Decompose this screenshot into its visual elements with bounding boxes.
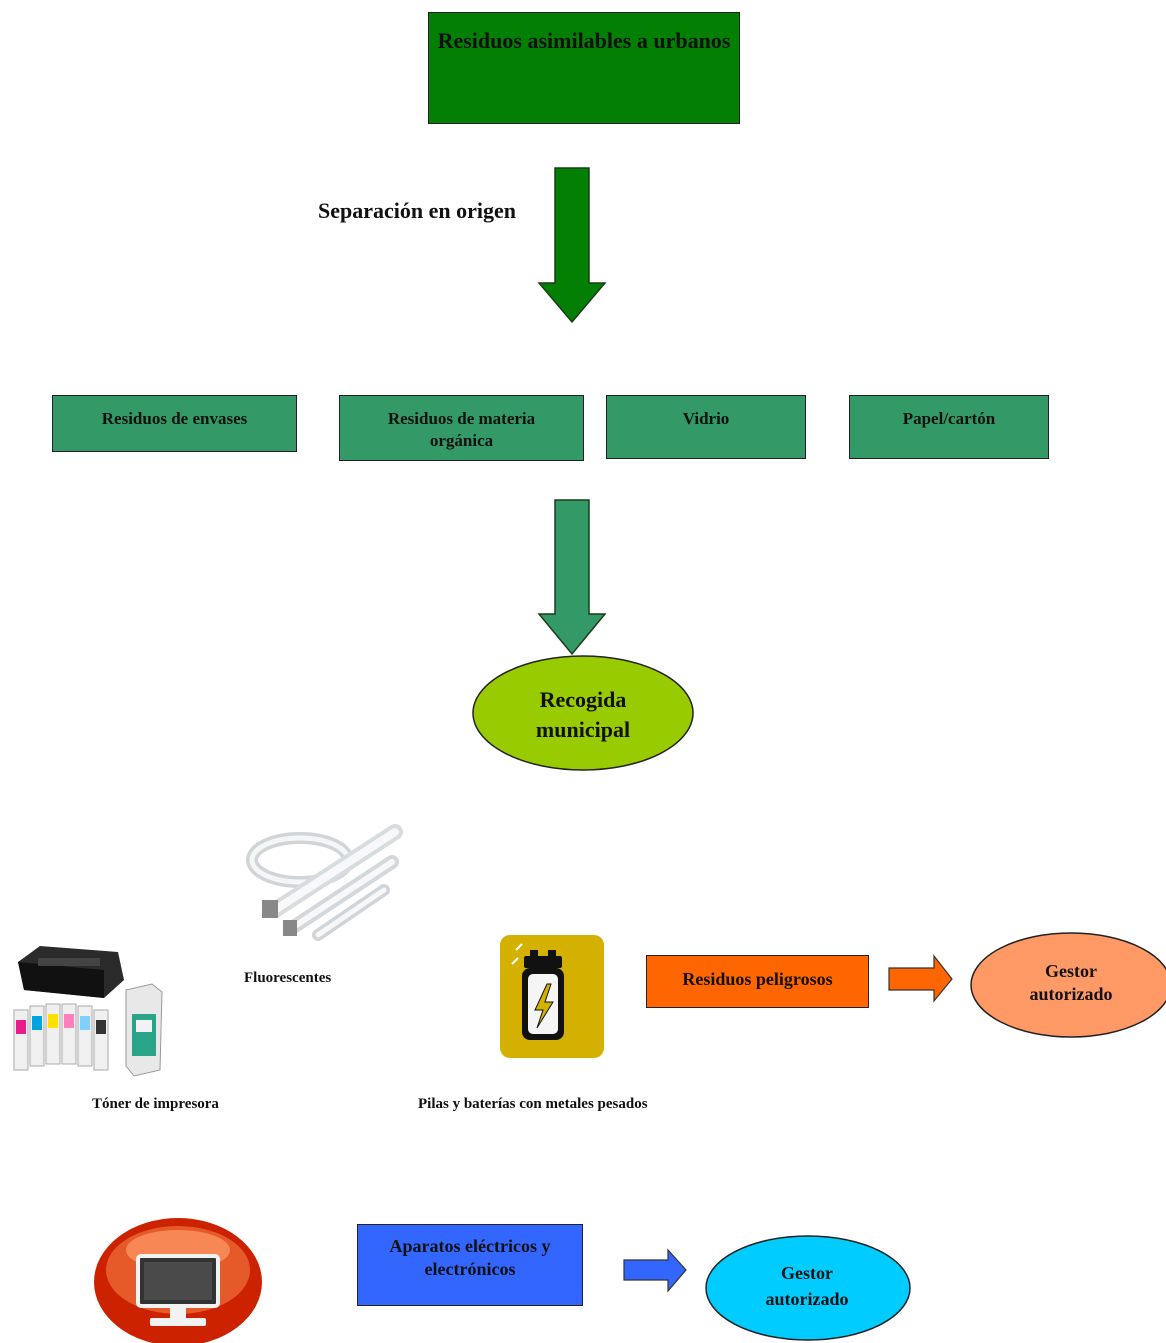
aparatos-electricos-label: Aparatos eléctricos y electrónicos (389, 1236, 551, 1279)
down-arrow-separation (537, 167, 607, 324)
category-label-materia-organica: Residuos de materia orgánica (387, 409, 536, 451)
category-label-vidrio: Vidrio (682, 409, 730, 428)
fluorescent-tubes-icon (246, 824, 403, 941)
down-arrow-collection (537, 499, 607, 656)
category-box-vidrio: Vidrio (606, 395, 806, 459)
separation-label: Separación en origen (318, 198, 516, 223)
category-box-papel-carton: Papel/cartón (849, 395, 1049, 459)
battery-icon (500, 935, 604, 1058)
gestor-electricos-label: Gestor autorizado (765, 1263, 849, 1310)
category-box-materia-organica: Residuos de materia orgánica (339, 395, 584, 461)
top-box-residuos-asimilables: Residuos asimilables a urbanos (428, 12, 740, 124)
residuos-peligrosos-label: Residuos peligrosos (682, 969, 833, 989)
caption-toner: Tóner de impresora (92, 1096, 219, 1112)
orange-right-arrow (888, 954, 953, 1003)
printer-toner-icon (13, 946, 163, 1077)
recogida-ellipse (472, 655, 694, 771)
top-box-label: Residuos asimilables a urbanos (437, 28, 731, 53)
blue-right-arrow (623, 1248, 687, 1293)
category-box-envases: Residuos de envases (52, 395, 297, 452)
computer-monitor-icon (94, 1218, 262, 1343)
aparatos-electricos-box: Aparatos eléctricos y electrónicos (357, 1224, 583, 1306)
gestor-electricos-ellipse (705, 1235, 911, 1341)
gestor-peligrosos-label: Gestor autorizado (1029, 961, 1113, 1005)
residuos-peligrosos-box: Residuos peligrosos (646, 955, 869, 1008)
gestor-peligrosos-ellipse (970, 932, 1166, 1038)
recogida-label: Recogida municipal (535, 687, 631, 742)
caption-pilas: Pilas y baterías con metales pesados (418, 1096, 648, 1112)
category-label-papel-carton: Papel/cartón (902, 409, 996, 428)
category-label-envases: Residuos de envases (101, 409, 248, 428)
caption-fluorescentes: Fluorescentes (244, 970, 332, 986)
